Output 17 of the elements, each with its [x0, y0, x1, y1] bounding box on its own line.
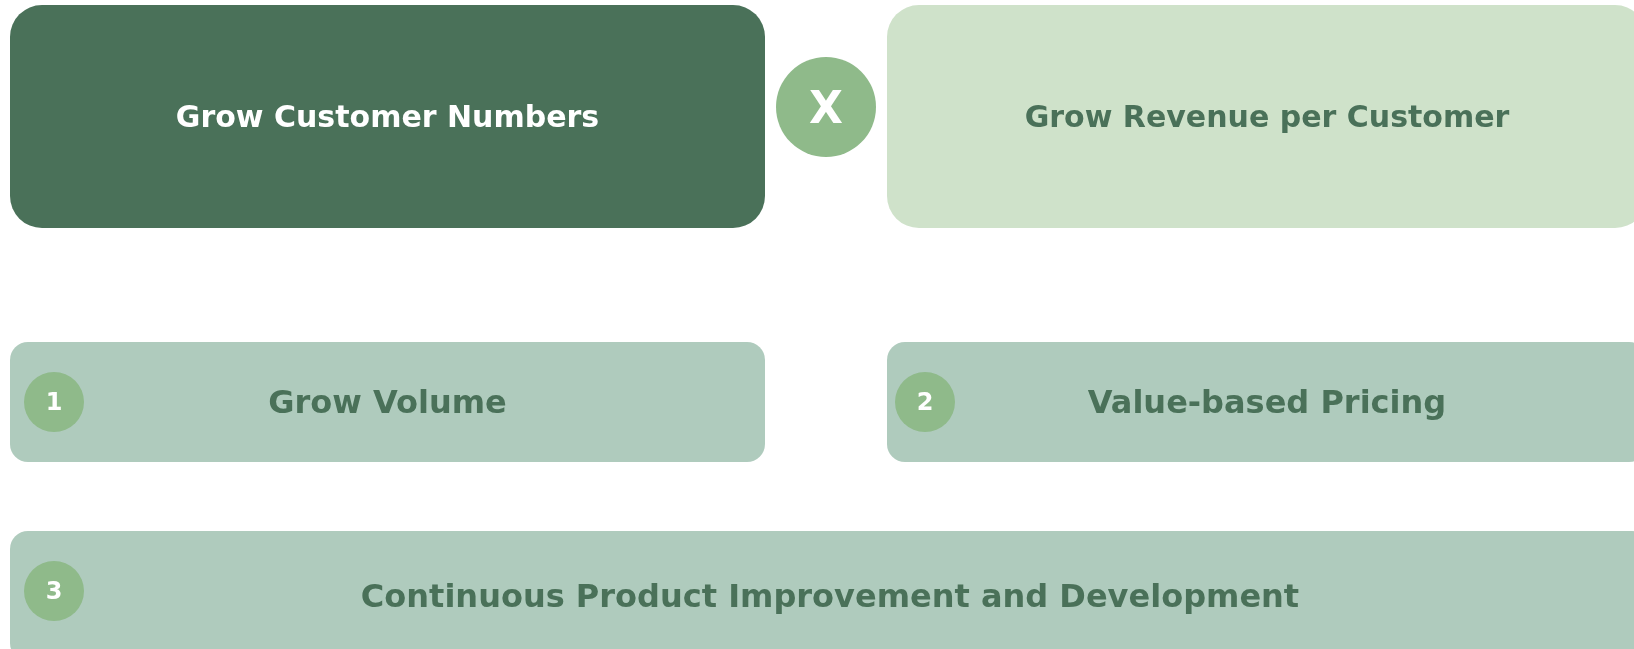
goal-card — [10, 5, 765, 228]
card-title: Grow Volume — [268, 383, 507, 421]
strategy-bar — [10, 342, 765, 462]
number-circle — [24, 372, 84, 432]
number-circle — [24, 561, 84, 621]
symbol-text: 3 — [45, 577, 63, 605]
symbol-text: X — [809, 81, 843, 133]
card-title: Grow Customer Numbers — [175, 99, 600, 134]
number-circle — [895, 372, 955, 432]
symbol-text: 1 — [45, 388, 63, 416]
strategy-bar — [887, 342, 1634, 462]
card-title: Value-based Pricing — [1087, 383, 1447, 421]
card-title: Grow Revenue per Customer — [1024, 99, 1510, 134]
symbol-text: 2 — [916, 388, 934, 416]
card-title: Continuous Product Improvement and Development — [360, 577, 1300, 615]
strategy-bar — [10, 531, 1634, 649]
goal-card — [887, 5, 1634, 228]
